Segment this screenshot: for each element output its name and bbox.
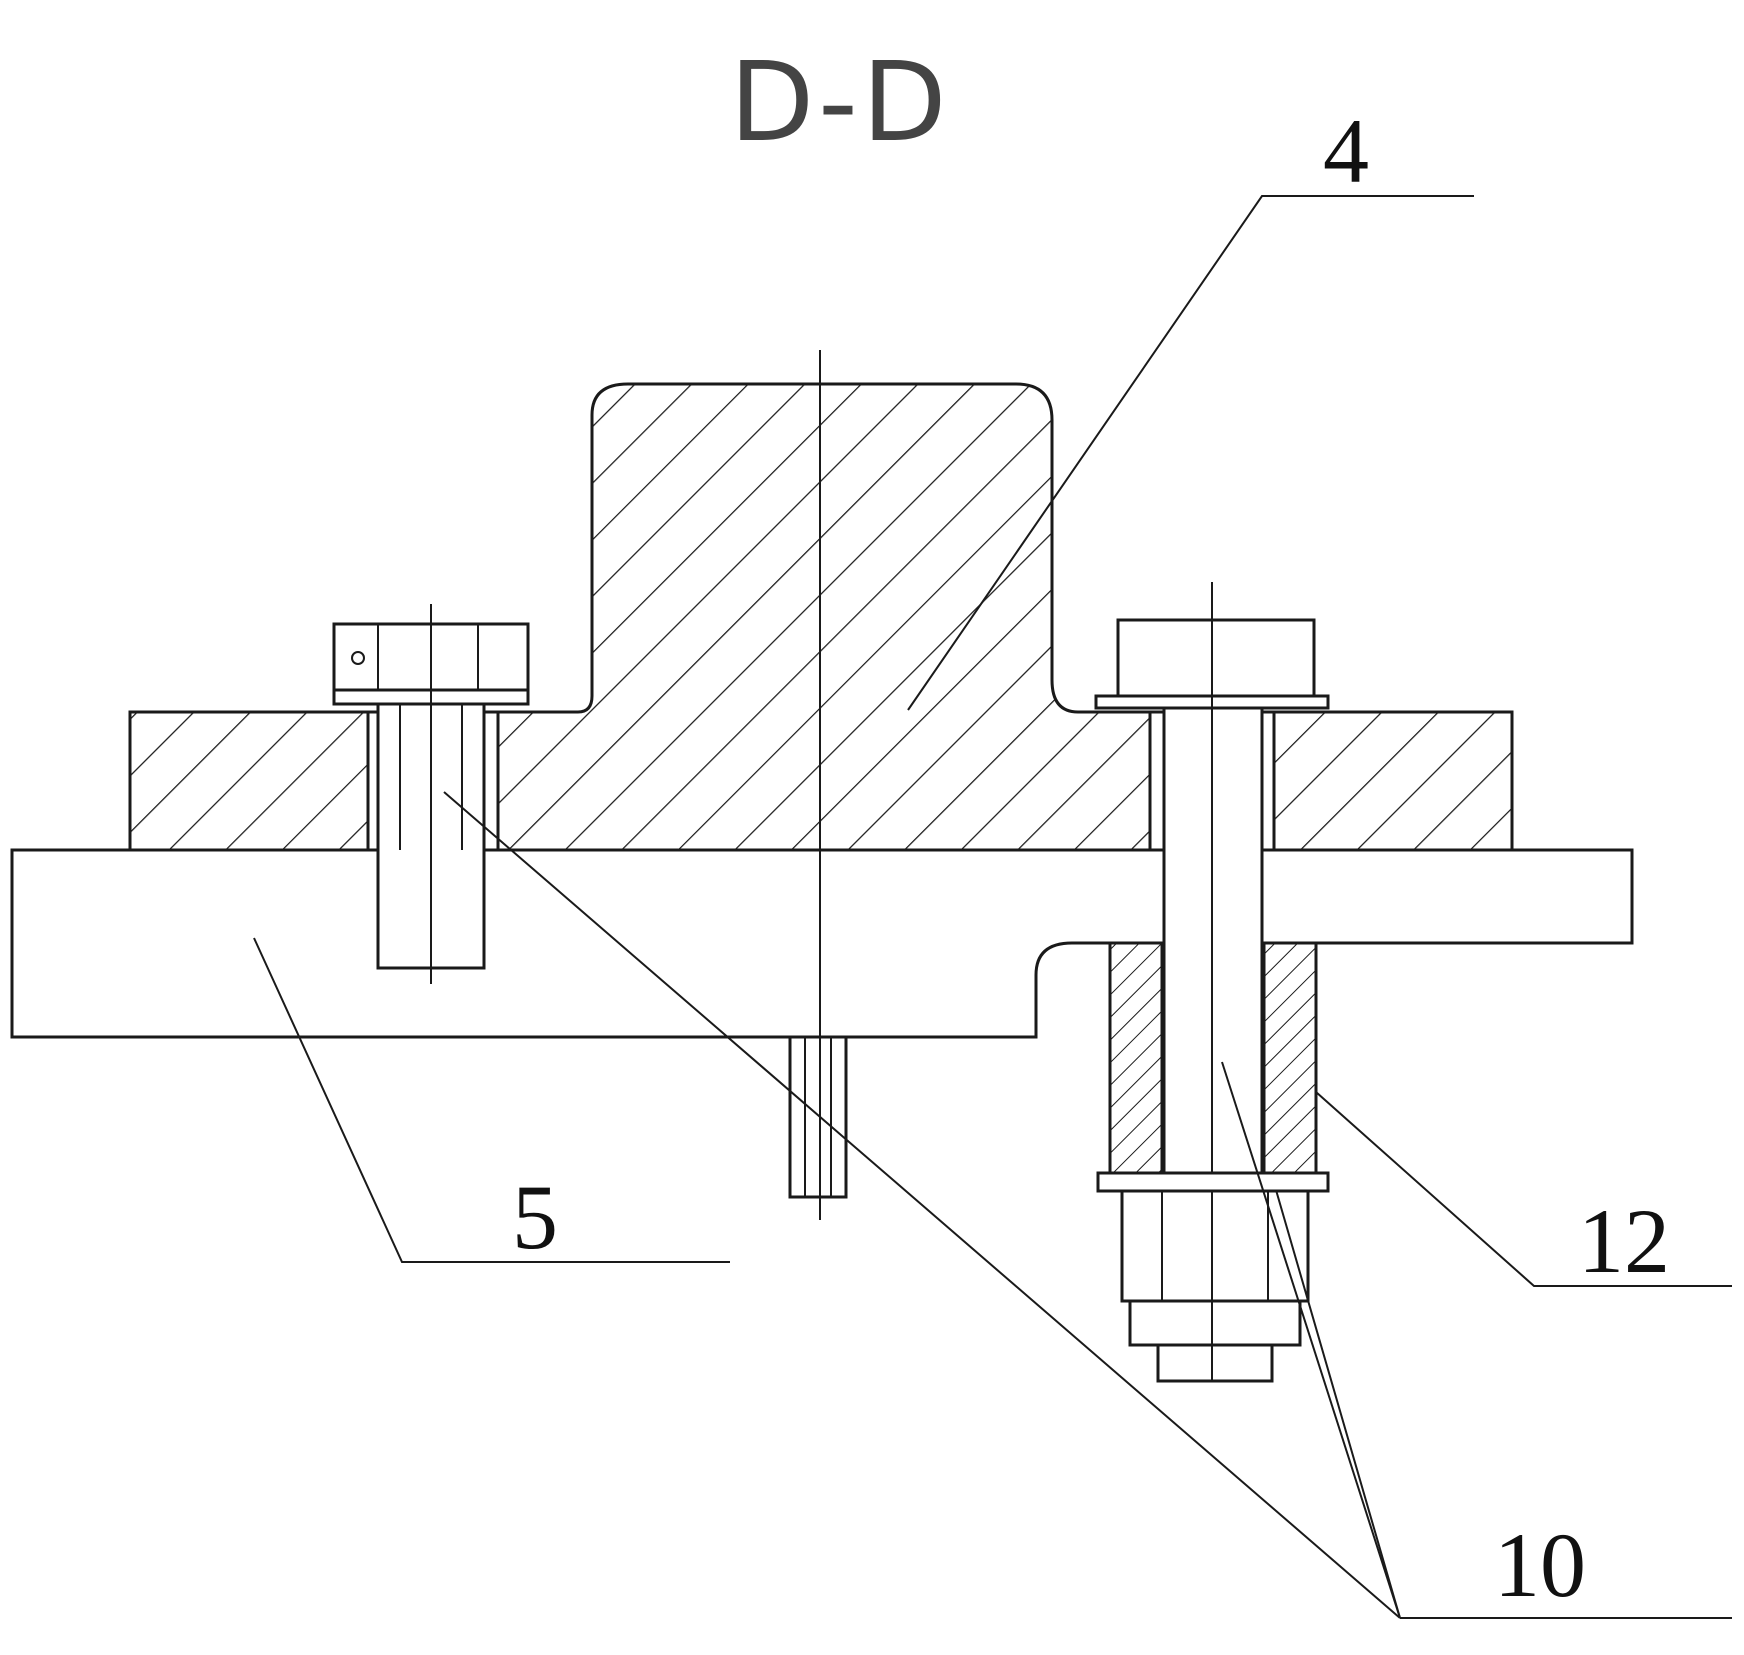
callout-12: 12 [1578,1190,1670,1292]
left-bolt [332,604,530,984]
locating-pin [788,1035,848,1199]
leader-4 [907,195,1474,711]
leader-5 [253,937,730,1263]
callout-10: 10 [1494,1514,1586,1616]
leader-12 [1315,1091,1732,1287]
callout-5: 5 [512,1166,558,1268]
spacer-sleeve-right [1262,941,1318,1175]
callout-4: 4 [1323,100,1369,202]
section-title: D-D [729,38,950,166]
spacer-sleeve-left [1108,941,1164,1175]
right-nut-stack [1096,1171,1330,1383]
leader-10 [443,791,1732,1619]
base-plate [10,848,1634,1039]
